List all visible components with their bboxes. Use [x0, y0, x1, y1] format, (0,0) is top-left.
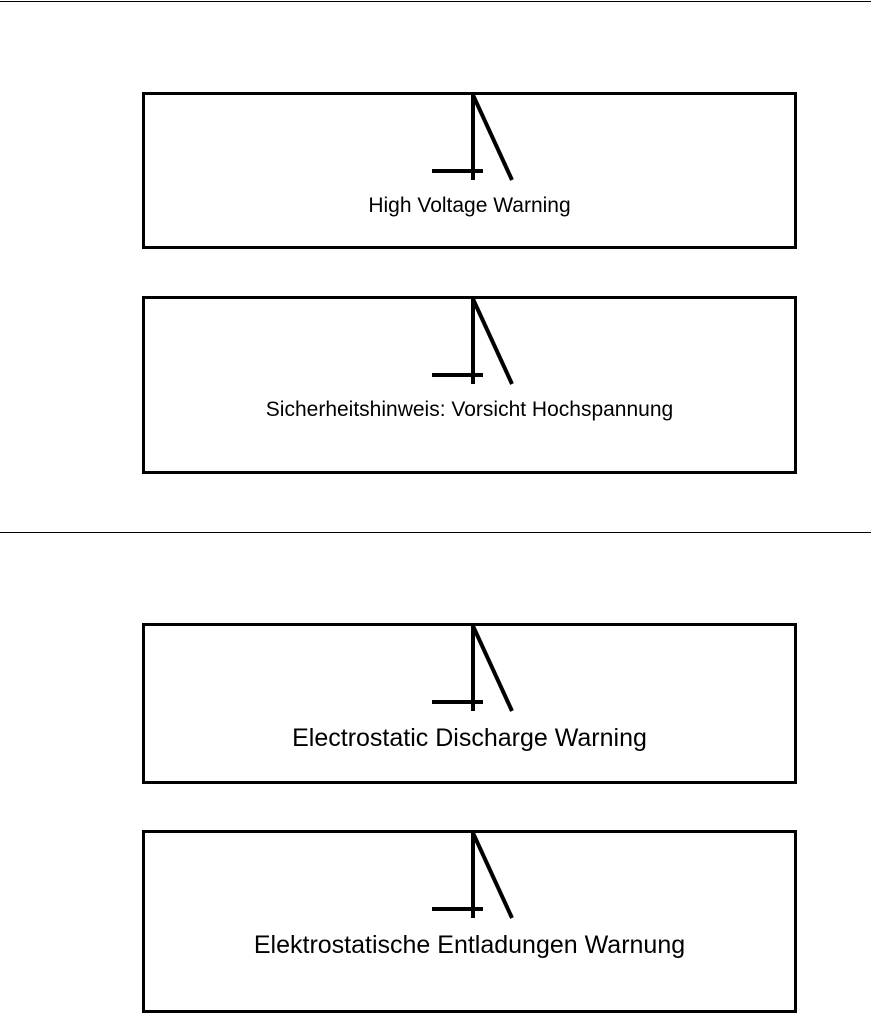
warning-text: Elektrostatische Entladungen Warnung	[145, 933, 794, 958]
warning-text: High Voltage Warning	[145, 195, 794, 216]
electrostatic-discharge-warning-german-panel: Elektrostatische Entladungen Warnung	[142, 830, 797, 1013]
high-voltage-icon	[432, 833, 516, 919]
top-divider	[0, 1, 871, 2]
section-divider	[0, 532, 871, 533]
high-voltage-icon	[432, 626, 516, 712]
high-voltage-warning-german-panel: Sicherheitshinweis: Vorsicht Hochspannun…	[142, 296, 797, 474]
warning-text: Electrostatic Discharge Warning	[145, 726, 794, 751]
electrostatic-discharge-warning-panel: Electrostatic Discharge Warning	[142, 623, 797, 784]
warning-text: Sicherheitshinweis: Vorsicht Hochspannun…	[145, 399, 794, 420]
high-voltage-icon	[432, 299, 516, 385]
high-voltage-icon	[432, 95, 516, 181]
high-voltage-warning-panel: High Voltage Warning	[142, 92, 797, 249]
